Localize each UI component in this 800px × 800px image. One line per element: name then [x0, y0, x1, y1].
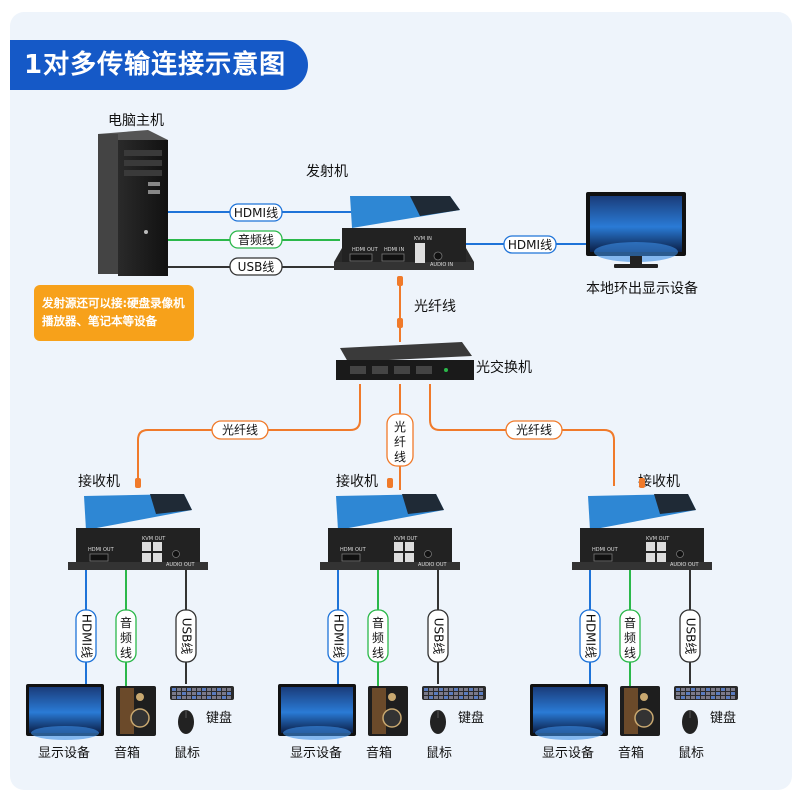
speaker-label: 音箱: [618, 745, 644, 761]
receiver-label: 接收机: [78, 473, 120, 490]
hdmi-cable-label: HDMI线: [80, 614, 94, 658]
hdmi-cable-label-bg: [75, 609, 97, 663]
mouse-icon: [178, 710, 194, 734]
svg-text:AUDIO OUT: AUDIO OUT: [418, 562, 448, 568]
keyboard-icon: [170, 686, 234, 700]
mouse-label: 鼠标: [426, 746, 452, 761]
source-note-line2: 播放器、笔记本等设备: [42, 314, 157, 328]
svg-text:KVM IN: KVM IN: [414, 236, 432, 242]
display-icon: [278, 684, 356, 740]
receiver-device-icon: HDMI OUT KVM OUT AUDIO OUT: [320, 494, 460, 570]
receiver-device-icon: HDMI OUT KVM OUT AUDIO OUT: [572, 494, 712, 570]
svg-text:KVM OUT: KVM OUT: [646, 536, 670, 542]
fiber-connector: [135, 478, 141, 488]
svg-text:KVM OUT: KVM OUT: [394, 536, 418, 542]
svg-text:AUDIO OUT: AUDIO OUT: [166, 562, 196, 568]
transmitter-device-icon: HDMI OUT HDMI IN KVM IN AUDIO IN: [334, 196, 474, 270]
receiver-group: HDMI OUT KVM OUT AUDIO OUT HDMI线 音频线 USB线显示设备…: [530, 478, 738, 761]
source-note: 发射源还可以接:硬盘录像机 播放器、笔记本等设备: [34, 285, 194, 341]
fiber-connector: [397, 276, 403, 286]
fiber-cable-label-center: 光纤线: [386, 413, 414, 467]
optical-switch-icon: [336, 342, 474, 380]
svg-text:光纤线: 光纤线: [222, 423, 258, 437]
hdmi-local-cable-label: HDMI线: [503, 235, 557, 254]
hdmi-cable-label-bg: [327, 609, 349, 663]
transmitter-label: 发射机: [306, 164, 348, 180]
mouse-label: 鼠标: [678, 746, 704, 761]
svg-text:光纤线: 光纤线: [394, 420, 406, 464]
svg-text:HDMI OUT: HDMI OUT: [592, 547, 619, 553]
fiber-connector: [397, 318, 403, 328]
receiver-device-icon: HDMI OUT KVM OUT AUDIO OUT: [68, 494, 208, 570]
hdmi-cable-label: HDMI线: [332, 614, 346, 658]
svg-text:HDMI IN: HDMI IN: [384, 247, 404, 253]
audio-cable-label-bg: [115, 609, 137, 663]
svg-text:USB线: USB线: [238, 260, 275, 274]
usb-cable-label-bg: [679, 609, 701, 663]
display-icon: [26, 684, 104, 740]
speaker-label: 音箱: [366, 745, 392, 761]
usb-cable-label: USB线: [432, 618, 446, 655]
switch-label: 光交换机: [476, 359, 532, 376]
svg-text:HDMI OUT: HDMI OUT: [352, 247, 379, 253]
display-icon: [530, 684, 608, 740]
receiver-groups: HDMI OUT KVM OUT AUDIO OUT HDMI线 音频线 USB线显示设备…: [26, 478, 738, 761]
display-label: 显示设备: [542, 745, 594, 761]
audio-cable-label-bg: [619, 609, 641, 663]
local-display-label: 本地环出显示设备: [586, 280, 698, 297]
receiver-label: 接收机: [336, 473, 378, 490]
hdmi-cable-label-bg: [579, 609, 601, 663]
svg-text:AUDIO IN: AUDIO IN: [430, 262, 453, 268]
usb-cable-label: USB线: [684, 618, 698, 655]
speaker-icon: [620, 686, 660, 736]
keyboard-icon: [674, 686, 738, 700]
receiver-label: 接收机: [638, 473, 680, 490]
svg-text:HDMI OUT: HDMI OUT: [88, 547, 115, 553]
svg-text:HDMI线: HDMI线: [234, 206, 278, 220]
svg-text:HDMI OUT: HDMI OUT: [340, 547, 367, 553]
receiver-group: HDMI OUT KVM OUT AUDIO OUT HDMI线 音频线 USB线显示设备…: [278, 478, 486, 761]
fiber-label-main: 光纤线: [414, 299, 456, 315]
usb-cable-label-bg: [427, 609, 449, 663]
mouse-label: 鼠标: [174, 746, 200, 761]
usb-cable-label: USB线: [229, 257, 283, 276]
audio-cable-label: 音频线: [229, 230, 283, 249]
fiber-connector: [387, 478, 393, 488]
hdmi-cable-label: HDMI线: [584, 614, 598, 658]
svg-text:HDMI线: HDMI线: [508, 238, 552, 252]
fiber-cable-label-right: 光纤线: [505, 420, 563, 440]
fiber-cable-label-left: 光纤线: [211, 420, 269, 440]
mouse-icon: [430, 710, 446, 734]
speaker-label: 音箱: [114, 745, 140, 761]
pc-tower-icon: [98, 130, 168, 276]
usb-cable-label: USB线: [180, 618, 194, 655]
display-label: 显示设备: [38, 745, 90, 761]
svg-text:KVM OUT: KVM OUT: [142, 536, 166, 542]
audio-cable-label-bg: [367, 609, 389, 663]
local-display-icon: [586, 192, 686, 268]
audio-cable-label: 音频线: [120, 615, 132, 660]
keyboard-label: 键盘: [206, 710, 232, 726]
page-title: 1对多传输连接示意图: [10, 40, 308, 90]
keyboard-label: 键盘: [710, 710, 736, 726]
hdmi-cable-label: HDMI线: [229, 203, 283, 222]
usb-cable-label-bg: [175, 609, 197, 663]
display-label: 显示设备: [290, 745, 342, 761]
svg-text:音频线: 音频线: [238, 232, 274, 247]
audio-cable-label: 音频线: [624, 615, 636, 660]
mouse-icon: [682, 710, 698, 734]
pc-label: 电脑主机: [108, 113, 164, 129]
svg-text:光纤线: 光纤线: [516, 423, 552, 437]
svg-text:AUDIO OUT: AUDIO OUT: [670, 562, 700, 568]
keyboard-icon: [422, 686, 486, 700]
keyboard-label: 键盘: [458, 710, 484, 726]
speaker-icon: [116, 686, 156, 736]
receiver-group: HDMI OUT KVM OUT AUDIO OUT HDMI线 音频线 USB线显示设备…: [26, 478, 234, 761]
fiber-connector: [639, 478, 645, 488]
speaker-icon: [368, 686, 408, 736]
audio-cable-label: 音频线: [372, 615, 384, 660]
source-note-line1: 发射源还可以接:硬盘录像机: [42, 296, 185, 310]
